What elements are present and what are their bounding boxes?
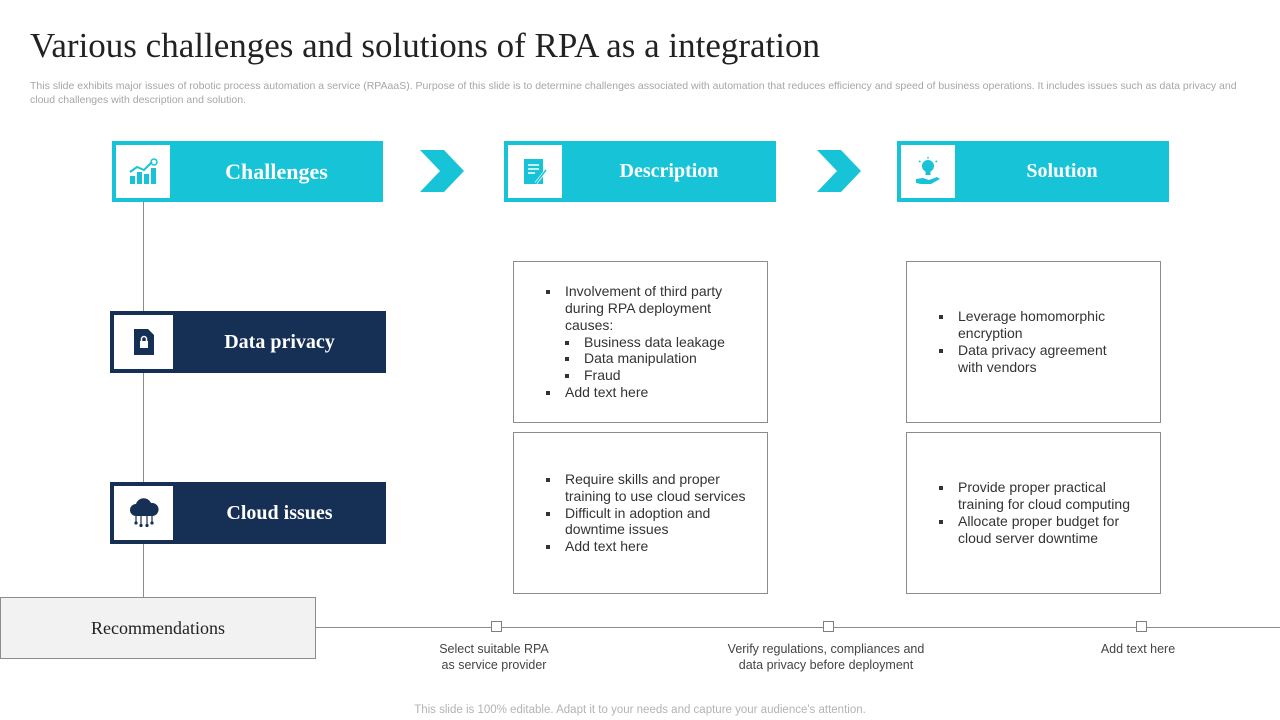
timeline-marker [823,621,834,632]
locked-file-icon [114,315,173,369]
growth-chart-icon [116,145,170,198]
recommendation-step: Select suitable RPA as service provider [439,642,549,672]
bullet-list: Require skills and proper training to us… [514,471,767,555]
list-item: Add text here [546,384,753,401]
data-privacy-solution-card: Leverage homomorphic encryption Data pri… [906,261,1161,423]
cloud-issues-row: Cloud issues [110,482,386,544]
recommendation-step: Add text here [1100,642,1176,656]
bullet-list: Leverage homomorphic encryption Data pri… [907,308,1160,375]
list-item: Provide proper practical training for cl… [939,479,1146,513]
list-item: Business data leakage [565,334,753,351]
list-item: Data manipulation [565,350,753,367]
challenges-label: Challenges [225,158,328,184]
cloud-network-icon [114,486,173,540]
connector-vertical-line [143,202,144,598]
arrow-right-icon [420,150,464,192]
arrow-right-icon [817,150,861,192]
data-privacy-label: Data privacy [224,330,335,353]
solution-label: Solution [1026,160,1098,182]
list-item: Fraud [565,367,753,384]
list-item: Difficult in adoption and downtime issue… [546,505,753,539]
recommendations-box: Recommendations [0,597,316,659]
bullet-list: Provide proper practical training for cl… [907,479,1160,546]
document-pen-icon [508,145,562,198]
cloud-issues-label: Cloud issues [226,501,333,524]
recommendations-timeline [316,627,1280,628]
slide-subtitle: This slide exhibits major issues of robo… [30,80,1237,106]
list-item: Add text here [546,538,753,555]
description-header: Description [504,141,776,202]
list-item: Leverage homomorphic encryption [939,308,1120,342]
cloud-issues-description-card: Require skills and proper training to us… [513,432,768,594]
footer-note: This slide is 100% editable. Adapt it to… [414,704,866,716]
recommendation-step: Verify regulations, compliances and data… [727,642,925,672]
challenges-header: Challenges [112,141,383,202]
solution-header: Solution [897,141,1169,202]
timeline-marker [1136,621,1147,632]
data-privacy-description-card: Involvement of third party during RPA de… [513,261,768,423]
description-label: Description [619,160,719,182]
list-item: Allocate proper budget for cloud server … [939,513,1146,547]
data-privacy-row: Data privacy [110,311,386,373]
list-item: Data privacy agreement with vendors [939,342,1120,376]
list-item: Require skills and proper training to us… [546,471,753,505]
bullet-list: Involvement of third party during RPA de… [514,283,767,401]
slide-title: Various challenges and solutions of RPA … [30,26,820,65]
timeline-marker [491,621,502,632]
lightbulb-hand-icon [901,145,955,198]
list-item: Involvement of third party during RPA de… [546,283,753,384]
cloud-issues-solution-card: Provide proper practical training for cl… [906,432,1161,594]
